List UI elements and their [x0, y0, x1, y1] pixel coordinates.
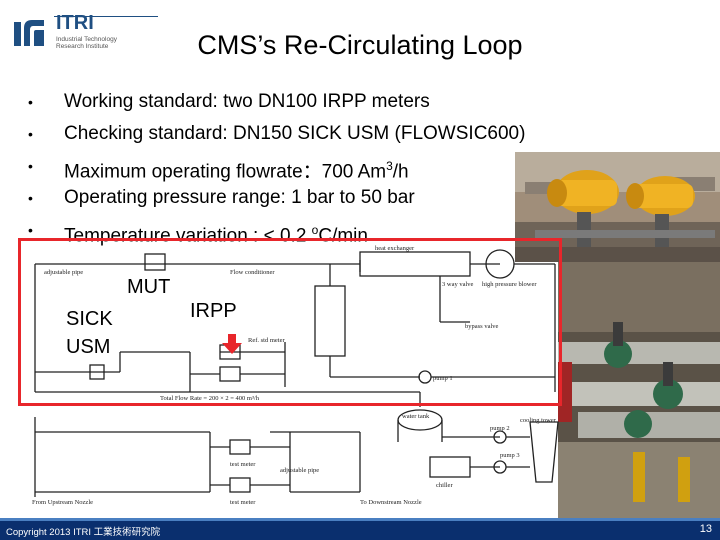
- test-meter-label: test meter: [230, 461, 256, 468]
- itri-logo-mark-icon: [12, 14, 46, 48]
- bullet-item: • Operating pressure range: 1 bar to 50 …: [28, 184, 628, 216]
- bullet-text: Temperature variation : < 0.2 oC/min: [64, 216, 368, 250]
- total-flow-label: Total Flow Rate = 200 × 2 = 400 m³/h: [160, 395, 260, 402]
- bullet-icon: •: [28, 222, 33, 238]
- pipework-photo-image: [558, 262, 720, 522]
- bullet-icon: •: [28, 126, 33, 142]
- bullet-item: • Maximum operating flowrate：700 Am3/h: [28, 152, 628, 184]
- adjustable-pipe-2-label: adjustable pipe: [280, 467, 319, 474]
- itri-logo: ITRI Industrial Technology Research Inst…: [12, 12, 158, 52]
- usm-label: USM: [66, 336, 111, 358]
- sick-label: SICK: [66, 308, 113, 330]
- bullet-text: Checking standard: DN150 SICK USM (FLOWS…: [64, 123, 526, 144]
- bypass-valve-label: bypass valve: [465, 323, 499, 330]
- heat-exchanger-label: heat exchanger: [375, 245, 415, 252]
- pipework-photo: [558, 262, 720, 522]
- chiller-label: chiller: [436, 482, 453, 489]
- three-way-valve-label: 3 way valve: [442, 281, 474, 288]
- bullet-item: • Working standard: two DN100 IRPP meter…: [28, 88, 628, 120]
- bullet-text-prefix: Maximum operating flowrate：700 Am: [64, 161, 387, 183]
- meters-photo: [515, 152, 720, 262]
- logo-subtitle: Industrial Technology Research Institute: [56, 36, 117, 50]
- to-downstream-label: To Downstream Nozzle: [360, 499, 422, 506]
- bullet-text: Working standard: two DN100 IRPP meters: [64, 91, 430, 112]
- bullet-icon: •: [28, 94, 33, 110]
- irpp-label: IRPP: [190, 300, 237, 322]
- pump1-label: pump 1: [433, 375, 453, 382]
- copyright-text: Copyright 2013 ITRI 工業技術研究院: [6, 527, 161, 538]
- bullet-item: • Temperature variation : < 0.2 oC/min: [28, 216, 628, 248]
- logo-divider: [54, 16, 158, 17]
- bullet-text-sup: 3: [386, 159, 393, 173]
- reference-meter-label: Ref. std meter: [248, 337, 285, 344]
- adjustable-pipe-label: adjustable pipe: [44, 269, 83, 276]
- mut-label: MUT: [127, 276, 171, 298]
- pump2-label: pump 2: [490, 425, 510, 432]
- page-number: 13: [699, 523, 712, 535]
- from-upstream-label: From Upstream Nozzle: [32, 499, 93, 506]
- flow-conditioner-label: Flow conditioner: [230, 269, 275, 276]
- cooling-tower-label: cooling tower: [520, 417, 557, 424]
- pump3-label: pump 3: [500, 452, 520, 459]
- loop-diagram: heat exchanger adjustable pipe Flow cond…: [32, 245, 559, 506]
- highlight-box: [18, 238, 562, 406]
- bullet-icon: •: [28, 158, 33, 174]
- water-tank-label: water tank: [402, 413, 430, 420]
- test-meter-2-label: test meter: [230, 499, 256, 506]
- bullet-text: Maximum operating flowrate：700 Am3/h: [64, 152, 409, 186]
- bullet-text-sup: o: [311, 223, 319, 237]
- bullet-item: • Checking standard: DN150 SICK USM (FLO…: [28, 120, 628, 152]
- bullet-list: • Working standard: two DN100 IRPP meter…: [28, 88, 628, 248]
- slide-title: CMS’s Re-Circulating Loop: [197, 30, 523, 60]
- meters-photo-image: [515, 152, 720, 262]
- bullet-text-prefix: Temperature variation : < 0.2: [64, 225, 312, 247]
- bullet-text-suffix: C/min: [318, 225, 368, 247]
- high-pressure-blower-label: high pressure blower: [482, 281, 537, 288]
- footer-accent: [0, 518, 720, 521]
- bullet-icon: •: [28, 190, 33, 206]
- down-arrow-icon: [222, 334, 242, 354]
- bullet-text: Operating pressure range: 1 bar to 50 ba…: [64, 187, 415, 208]
- footer-bar: [0, 521, 720, 540]
- logo-name: ITRI: [56, 12, 94, 34]
- bullet-text-suffix: /h: [392, 161, 409, 183]
